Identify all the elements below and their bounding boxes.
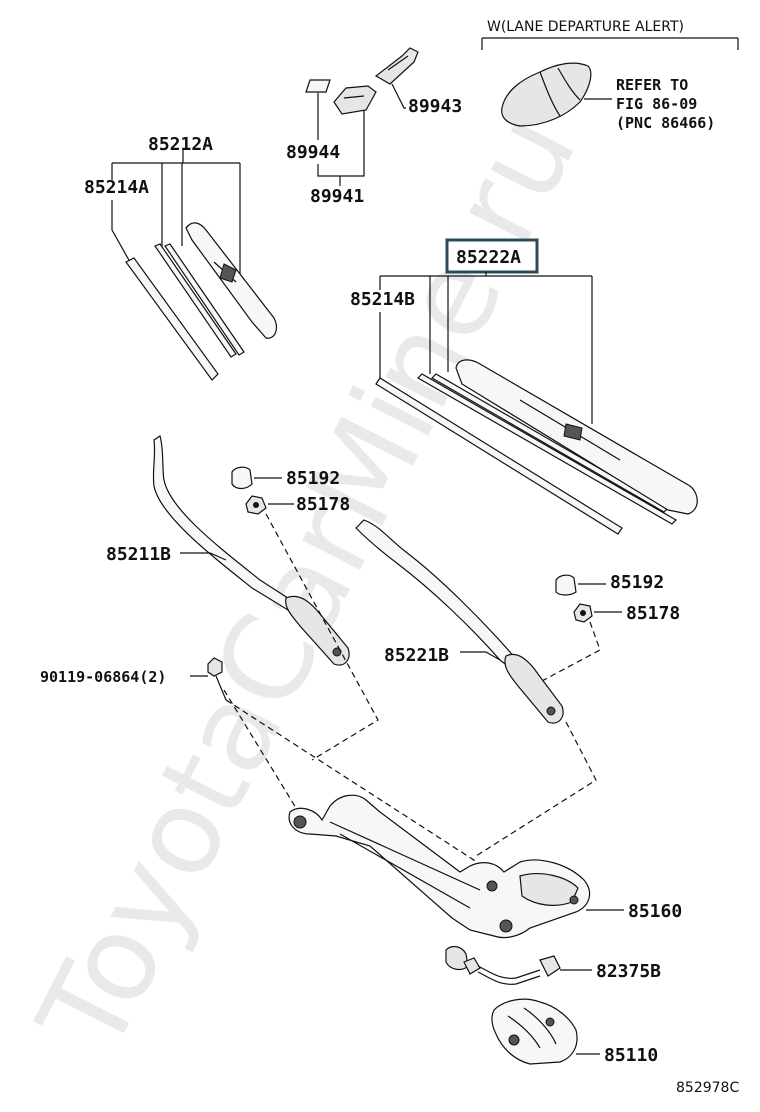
pad-89944 (305, 79, 331, 93)
label-85178-right: 85178 (626, 603, 680, 624)
bolt-90119 (207, 657, 227, 701)
right-blade-strips (417, 373, 677, 525)
label-85214A: 85214A (84, 177, 149, 198)
label-82375B: 82375B (596, 961, 661, 982)
cap-85192-right (555, 574, 577, 596)
label-85110: 85110 (604, 1045, 658, 1066)
label-89941: 89941 (310, 186, 364, 207)
left-blade-body (185, 222, 278, 339)
label-85160: 85160 (628, 901, 682, 922)
wiper-motor (491, 998, 578, 1065)
figure-id: 852978C (676, 1080, 739, 1096)
left-wiper-arm (152, 435, 350, 666)
label-85211B: 85211B (106, 544, 171, 565)
right-blade-rubber (375, 377, 623, 535)
label-90119: 90119-06864(2) (40, 668, 166, 686)
right-wiper-arm (355, 519, 564, 724)
clip-89943 (374, 47, 419, 85)
section-header: W(LANE DEPARTURE ALERT) (487, 19, 684, 35)
label-85178-left: 85178 (296, 494, 350, 515)
nut-85178-right (573, 603, 593, 623)
label-85192-right: 85192 (610, 572, 664, 593)
reference-note-line1: REFER TO (616, 76, 688, 94)
label-85214B: 85214B (350, 289, 415, 310)
cap-85192-left (231, 466, 253, 490)
label-89944: 89944 (286, 142, 340, 163)
highlight-box (445, 238, 539, 274)
wire-harness (445, 945, 561, 985)
label-85192-left: 85192 (286, 468, 340, 489)
right-blade-body (455, 359, 698, 515)
reference-note-line3: (PNC 86466) (616, 114, 715, 132)
label-85222A: 85222A (456, 247, 521, 268)
label-85221B: 85221B (384, 645, 449, 666)
label-89943: 89943 (408, 96, 462, 117)
clip-assembly-89941 (333, 85, 377, 115)
camera-cover (501, 62, 592, 127)
nut-85178-left (245, 495, 267, 515)
wiper-linkage (288, 794, 591, 939)
left-blade-rubber (125, 257, 219, 381)
label-85212A: 85212A (148, 134, 213, 155)
reference-note-line2: FIG 86-09 (616, 95, 697, 113)
left-blade-strips (154, 243, 245, 358)
